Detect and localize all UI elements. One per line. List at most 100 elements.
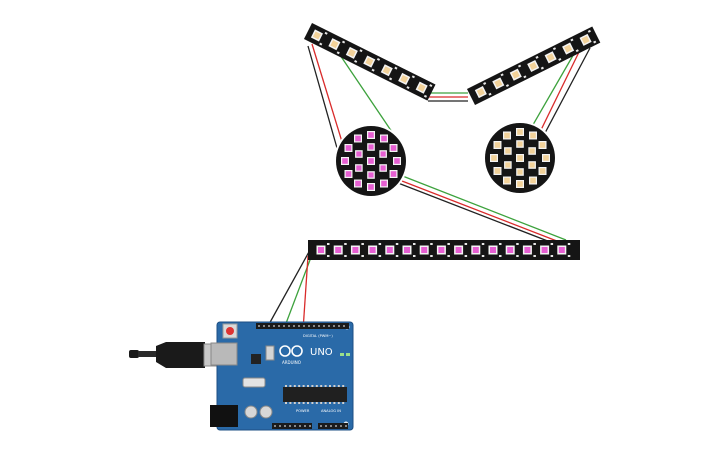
- led-pixel[interactable]: [455, 247, 462, 253]
- led-pixel[interactable]: [491, 155, 497, 161]
- neopixel-strip-upper-right[interactable]: [466, 26, 601, 106]
- power-jack[interactable]: [210, 405, 238, 427]
- led-pixel[interactable]: [543, 155, 549, 161]
- led-pixel[interactable]: [504, 177, 510, 184]
- led-pixel[interactable]: [507, 247, 514, 253]
- led-pixel[interactable]: [494, 168, 501, 174]
- led-pixel[interactable]: [368, 132, 374, 138]
- led-pixel[interactable]: [530, 132, 536, 139]
- header-pin[interactable]: [313, 325, 315, 327]
- header-pin[interactable]: [299, 425, 301, 427]
- led-pixel[interactable]: [517, 169, 523, 175]
- header-pin[interactable]: [318, 325, 320, 327]
- led-pixel[interactable]: [404, 247, 410, 253]
- header-pin[interactable]: [284, 425, 286, 427]
- led-pixel[interactable]: [504, 132, 510, 139]
- led-pixel[interactable]: [347, 48, 356, 57]
- header-pin[interactable]: [338, 325, 340, 327]
- led-pixel[interactable]: [517, 141, 523, 147]
- arduino-uno-board[interactable]: ARDUINO UNO DIGITAL (PWM~) POWER ANALOG …: [210, 321, 354, 431]
- led-pixel[interactable]: [312, 31, 321, 40]
- header-pin[interactable]: [325, 425, 327, 427]
- header-pin[interactable]: [345, 425, 347, 427]
- header-pin[interactable]: [279, 425, 281, 427]
- header-pin[interactable]: [283, 325, 285, 327]
- led-pixel[interactable]: [421, 247, 428, 253]
- led-pixel[interactable]: [356, 165, 362, 171]
- power-header[interactable]: [272, 423, 312, 429]
- led-pixel[interactable]: [541, 247, 548, 253]
- header-pin[interactable]: [308, 325, 310, 327]
- led-pixel[interactable]: [365, 57, 374, 66]
- neopixel-strip-upper-left[interactable]: [303, 22, 436, 101]
- led-pixel[interactable]: [494, 79, 503, 88]
- led-pixel[interactable]: [400, 74, 409, 83]
- wire-red[interactable]: [539, 49, 581, 133]
- header-pin[interactable]: [323, 325, 325, 327]
- led-pixel[interactable]: [517, 181, 523, 187]
- led-pixel[interactable]: [564, 44, 573, 53]
- led-pixel[interactable]: [529, 162, 535, 168]
- led-pixel[interactable]: [381, 180, 387, 187]
- analog-header[interactable]: [318, 423, 348, 429]
- led-pixel[interactable]: [356, 151, 362, 157]
- header-pin[interactable]: [343, 325, 345, 327]
- led-pixel[interactable]: [345, 145, 352, 151]
- wire-green[interactable]: [399, 174, 567, 241]
- header-pin[interactable]: [294, 425, 296, 427]
- led-pixel[interactable]: [394, 158, 400, 164]
- led-pixel[interactable]: [517, 129, 523, 135]
- led-pixel[interactable]: [581, 35, 590, 44]
- led-pixel[interactable]: [382, 66, 391, 75]
- led-pixel[interactable]: [380, 165, 386, 171]
- led-pixel[interactable]: [368, 158, 374, 164]
- led-pixel[interactable]: [529, 61, 538, 71]
- led-pixel[interactable]: [524, 247, 531, 253]
- wire-black[interactable]: [267, 249, 311, 327]
- wire-red[interactable]: [311, 43, 344, 146]
- led-pixel[interactable]: [355, 180, 361, 187]
- neopixel-strip-bottom[interactable]: [308, 240, 580, 260]
- wire-green[interactable]: [284, 251, 314, 327]
- wire-green[interactable]: [529, 51, 576, 131]
- led-pixel[interactable]: [330, 40, 339, 49]
- led-pixel[interactable]: [505, 162, 511, 168]
- led-pixel[interactable]: [345, 171, 352, 177]
- led-pixel[interactable]: [472, 247, 479, 253]
- header-pin[interactable]: [330, 425, 332, 427]
- header-pin[interactable]: [340, 425, 342, 427]
- header-pin[interactable]: [293, 325, 295, 327]
- header-pin[interactable]: [273, 325, 275, 327]
- reset-button[interactable]: [226, 327, 234, 335]
- led-pixel[interactable]: [438, 247, 445, 253]
- led-pixel[interactable]: [539, 168, 546, 174]
- neopixel-ring-left[interactable]: [334, 124, 408, 198]
- header-pin[interactable]: [303, 325, 305, 327]
- led-pixel[interactable]: [352, 247, 359, 253]
- led-pixel[interactable]: [476, 88, 485, 97]
- led-pixel[interactable]: [517, 155, 523, 161]
- digital-header[interactable]: [256, 323, 349, 329]
- led-pixel[interactable]: [386, 247, 393, 253]
- led-pixel[interactable]: [381, 135, 387, 142]
- header-pin[interactable]: [335, 425, 337, 427]
- led-pixel[interactable]: [546, 53, 555, 62]
- header-pin[interactable]: [263, 325, 265, 327]
- led-pixel[interactable]: [335, 247, 342, 253]
- led-pixel[interactable]: [505, 148, 511, 154]
- header-pin[interactable]: [309, 425, 311, 427]
- led-pixel[interactable]: [318, 247, 324, 253]
- header-pin[interactable]: [320, 425, 322, 427]
- header-pin[interactable]: [258, 325, 260, 327]
- neopixel-ring-right[interactable]: [483, 121, 557, 195]
- led-pixel[interactable]: [355, 135, 361, 142]
- led-pixel[interactable]: [390, 171, 397, 177]
- led-pixel[interactable]: [368, 144, 374, 150]
- header-pin[interactable]: [274, 425, 276, 427]
- led-pixel[interactable]: [529, 148, 535, 154]
- led-pixel[interactable]: [342, 158, 348, 164]
- wire-black[interactable]: [544, 47, 591, 134]
- header-pin[interactable]: [328, 325, 330, 327]
- led-pixel[interactable]: [539, 142, 546, 148]
- header-pin[interactable]: [304, 425, 306, 427]
